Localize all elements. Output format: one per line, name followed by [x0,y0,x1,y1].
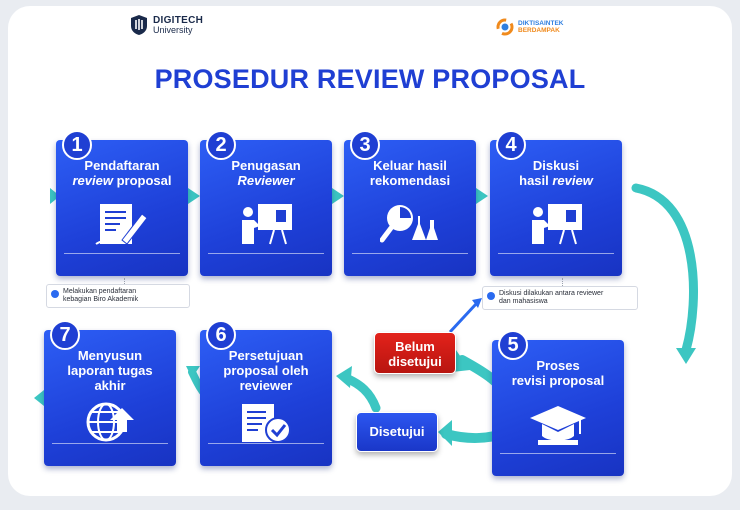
note-1-line1: Melakukan pendaftaran [63,288,137,295]
swirl-logo-icon [496,18,514,36]
note-4-line1: Diskusi dilakukan antara reviewer [499,290,604,297]
step-3-line1: Keluar hasil [373,158,447,173]
logo-left-line1: DIGITECH [153,14,204,26]
step-5-card: 5 Proses revisi proposal [492,330,624,476]
step-2-line1: Penugasan [231,158,301,173]
presenter-board-icon [242,204,292,245]
digitech-logo: DIGITECH University [130,14,203,36]
step-6-number: 6 [206,320,236,350]
step-7-line1: Menyusun [77,348,143,363]
step-1-card: 1 Pendaftaran review proposal [56,130,188,276]
step-5-divider [500,453,616,454]
step-4-divider [498,253,614,254]
shield-logo-icon [131,15,147,35]
note-4-line2: dan mahasiswa [499,298,548,305]
step-1-line2: proposal [112,173,172,188]
step-3-line2: rekomendasi [369,173,451,188]
presenter-board-icon [532,204,582,245]
step-5-label: Proses revisi proposal [496,358,620,388]
diktisaintek-logo: DIKTISAINTEK BERDAMPAK [496,18,564,36]
note-dot-icon [51,290,59,298]
note-step-4: Diskusi dilakukan antara reviewer dan ma… [482,286,638,310]
step-7-line3: akhir [94,378,126,393]
step-6-card: 6 Persetujuan proposal oleh reviewer [200,320,332,466]
note-1-connector [124,278,125,286]
approved-badge: Disetujui [356,412,438,452]
logo-left-line2: University [153,24,193,35]
step-2-number: 2 [206,130,236,160]
step-6-label: Persetujuan proposal oleh reviewer [204,348,328,393]
step-3-card: 3 Keluar hasil rekomendasi [344,130,476,276]
step-7-divider [52,443,168,444]
logo-right-line1: DIKTISAINTEK [518,20,564,27]
step-4-line2-em: review [552,173,593,188]
step-7-line2: laporan tugas [67,363,153,378]
note-4-connector [562,278,563,286]
step-3-number: 3 [350,130,380,160]
step-3-divider [352,253,468,254]
step-6-line2: proposal oleh [223,363,309,378]
note-dot-icon [487,292,495,300]
step-2-label: Penugasan Reviewer [204,158,328,188]
logo-right-line2: BERDAMPAK [518,27,560,34]
step-6-divider [208,443,324,444]
document-edit-icon [95,204,148,245]
step-1-divider [64,253,180,254]
rejected-line1: Belum [395,339,435,354]
arrow-step2-to-3 [332,188,344,204]
step-5-number: 5 [498,330,528,360]
step-1-line1: Pendaftaran [84,158,160,173]
step-1-label: Pendaftaran review proposal [60,158,184,188]
arrow-step3-to-4 [476,188,488,204]
note-step-1: Melakukan pendaftaran kebagian Biro Akad… [46,284,190,308]
magnifier-lab-icon [380,205,438,243]
globe-upload-icon [86,402,134,442]
step-6-line3: reviewer [239,378,293,393]
step-7-label: Menyusun laporan tugas akhir [48,348,172,393]
rejected-badge: Belum disetujui [374,332,456,374]
step-2-line2-em: Reviewer [237,173,295,188]
note-1-line2: kebagian Biro Akademik [63,296,139,303]
arrow-into-step1 [50,188,60,204]
step-4-card: 4 Diskusi hasil review [490,130,622,276]
step-2-divider [208,253,324,254]
graduation-cap-icon [530,406,586,445]
step-4-number: 4 [496,130,526,160]
document-check-icon [242,404,291,443]
step-5-line2: revisi proposal [511,373,605,388]
step-2-card: 2 Penugasan Reviewer [200,130,332,276]
step-3-label: Keluar hasil rekomendasi [348,158,472,188]
step-7-number: 7 [50,320,80,350]
arrow-rejected-to-discussion [448,302,478,334]
step-1-line2-em: review [72,173,113,188]
step-7-card: 7 Menyusun laporan tugas akhir [44,320,176,466]
arrow-step4-to-5 [631,183,698,355]
step-4-line1: Diskusi [532,158,580,173]
step-4-label: Diskusi hasil review [494,158,618,188]
arrow-out-step7 [34,390,44,406]
step-4-line2: hasil [519,173,553,188]
step-5-line1: Proses [536,358,580,373]
arrow-step1-to-2 [188,188,200,204]
step-6-line1: Persetujuan [228,348,304,363]
page-title: PROSEDUR REVIEW PROPOSAL [154,64,586,94]
rejected-line2: disetujui [388,354,442,369]
step-1-number: 1 [62,130,92,160]
